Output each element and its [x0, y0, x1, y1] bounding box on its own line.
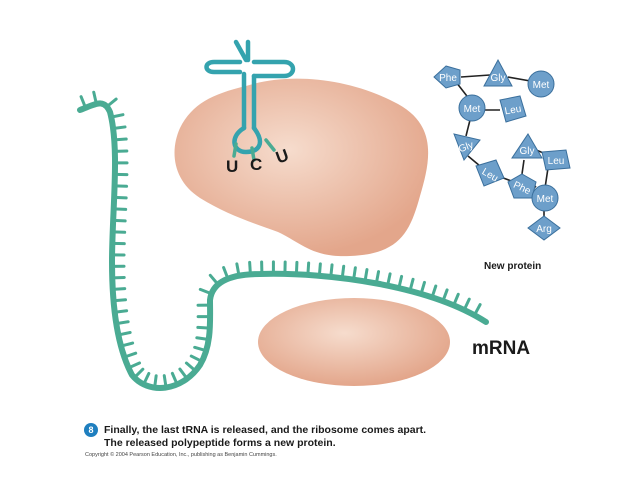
- mrna-base: [122, 351, 138, 359]
- amino-acid-leu-1: Leu: [499, 95, 527, 123]
- mrna-bases: [79, 90, 482, 390]
- mrna-base: [408, 277, 415, 293]
- mrna-base: [198, 287, 213, 296]
- large-ribosomal-subunit: [174, 78, 429, 257]
- mrna-base: [306, 261, 311, 277]
- mrna-base: [222, 266, 230, 281]
- trna: [204, 39, 296, 155]
- amino-acid-met-2: Met: [458, 94, 486, 122]
- mrna-base: [111, 218, 127, 223]
- caption-line-1: Finally, the last tRNA is released, and …: [104, 424, 427, 436]
- mrna-base: [111, 287, 127, 291]
- anticodon-base-3: U: [273, 145, 291, 167]
- mrna-base: [419, 280, 426, 296]
- mrna-base: [195, 336, 211, 342]
- mrna-base: [189, 354, 204, 363]
- mrna-base: [196, 325, 212, 330]
- amino-acid-leu-2: Leu: [475, 159, 505, 187]
- mrna-label: mRNA: [472, 338, 530, 359]
- anticodon-bases: [232, 138, 276, 162]
- mrna-base: [386, 272, 392, 288]
- svg-text:Leu: Leu: [548, 156, 565, 167]
- mrna-base: [340, 264, 346, 280]
- mrna-base: [79, 95, 88, 110]
- trna-acceptor-stem: [233, 39, 249, 63]
- mrna-base: [184, 361, 198, 373]
- mrna-base: [294, 260, 299, 276]
- mrna-base: [193, 345, 208, 353]
- svg-text:Gly: Gly: [491, 73, 506, 84]
- mrna-base: [112, 207, 128, 211]
- small-ribosomal-subunit: [258, 298, 450, 386]
- mrna-base: [92, 90, 98, 106]
- mrna-base: [114, 320, 130, 326]
- mrna-base: [111, 125, 127, 130]
- amino-acid-met-1: Met: [527, 70, 555, 98]
- mrna-base: [119, 341, 135, 348]
- mrna-base: [113, 309, 129, 314]
- caption-line-2: The released polypeptide forms a new pro…: [104, 437, 336, 449]
- svg-text:Gly: Gly: [457, 140, 475, 155]
- step-number-badge: 8: [84, 423, 98, 437]
- mrna-base: [127, 361, 141, 370]
- mrna-strand: [77, 90, 489, 391]
- amino-acid-gly-2: Gly: [453, 133, 481, 161]
- amino-acid-gly-3: Gly: [511, 133, 543, 159]
- svg-text:Met: Met: [464, 104, 481, 115]
- svg-text:Gly: Gly: [520, 146, 535, 157]
- mrna-base: [112, 195, 128, 200]
- mrna-base: [142, 371, 151, 386]
- mrna-base: [317, 262, 322, 278]
- step-caption: Finally, the last tRNA is released, and …: [104, 424, 564, 450]
- mrna-base: [170, 371, 179, 386]
- mrna-base: [178, 367, 189, 381]
- mrna-base: [352, 266, 357, 282]
- anticodon-base-1: U: [226, 157, 238, 176]
- mrna-base: [430, 284, 438, 299]
- mrna-base: [248, 260, 252, 276]
- amino-acid-phe-2: Phe: [507, 173, 537, 199]
- copyright-notice: Copyright © 2004 Pearson Education, Inc.…: [85, 452, 277, 458]
- mrna-base: [132, 367, 145, 380]
- new-protein: Phe Gly Met Met Leu Gly Gly Leu: [433, 58, 571, 241]
- amino-acid-met-3: Met: [531, 184, 559, 212]
- mrna-base: [397, 274, 404, 290]
- anticodon-base-2: C: [250, 155, 262, 174]
- new-protein-label: New protein: [484, 261, 541, 272]
- mrna-base: [116, 330, 132, 337]
- mrna-base: [109, 113, 125, 119]
- mrna-base: [363, 268, 369, 283]
- mrna-base: [208, 273, 220, 286]
- mrna-base: [112, 137, 128, 142]
- amino-acid-phe-1: Phe: [433, 65, 461, 89]
- trna-left-loop: [204, 59, 243, 75]
- mrna-base: [472, 303, 482, 317]
- trna-right-loop: [251, 59, 296, 79]
- mrna-base: [462, 297, 471, 312]
- mrna-base: [374, 270, 381, 285]
- mrna-base: [329, 263, 334, 279]
- mrna-base: [112, 298, 128, 303]
- mrna-base: [441, 288, 449, 303]
- svg-text:Arg: Arg: [536, 224, 552, 235]
- mrna-base: [153, 374, 158, 390]
- svg-text:Met: Met: [537, 194, 554, 205]
- svg-text:Met: Met: [533, 80, 550, 91]
- svg-text:Phe: Phe: [439, 73, 457, 84]
- amino-acid-leu-3: Leu: [541, 149, 571, 171]
- amino-acid-arg: Arg: [527, 215, 561, 241]
- trna-stem: [241, 71, 257, 131]
- mrna-base: [235, 262, 241, 278]
- svg-text:Leu: Leu: [504, 104, 522, 118]
- mrna-base: [162, 374, 168, 390]
- mrna-base: [105, 97, 118, 109]
- trna-anticodon-loop: [232, 125, 263, 155]
- amino-acid-gly-1: Gly: [483, 58, 513, 87]
- mrna-base: [452, 292, 460, 307]
